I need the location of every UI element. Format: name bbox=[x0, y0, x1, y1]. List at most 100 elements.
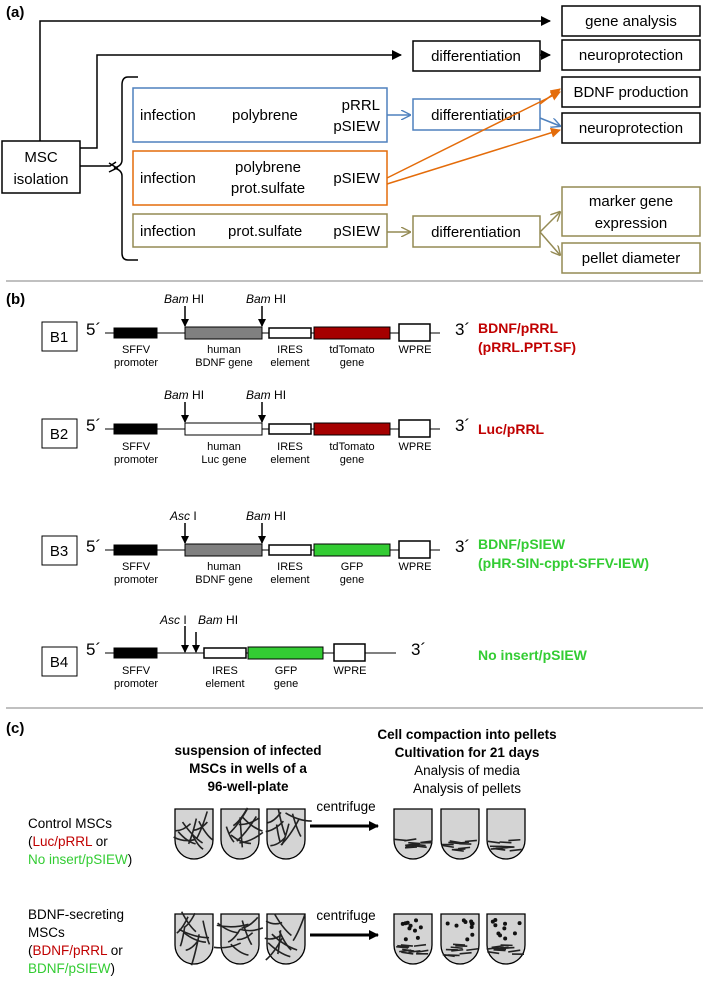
pellet-diameter-box bbox=[561, 242, 701, 274]
pellet-mark bbox=[487, 950, 500, 955]
bamhi-label-left: Bam HI bbox=[164, 388, 204, 402]
msc-isolation-line1: MSC bbox=[24, 149, 58, 166]
luc-gene-block bbox=[184, 422, 263, 436]
pellet-mark bbox=[508, 838, 521, 842]
right-header-bold-1: Cell compaction into pellets bbox=[377, 727, 556, 742]
pellet-mark bbox=[449, 840, 462, 844]
cell-mark bbox=[174, 823, 192, 832]
construct-id: B1 bbox=[50, 329, 68, 346]
cell-mark bbox=[241, 815, 263, 832]
well-outline bbox=[440, 808, 480, 860]
olive-arrow-to-marker-gene bbox=[539, 212, 560, 233]
pellet-mark bbox=[405, 842, 418, 847]
secreted-dot bbox=[418, 925, 423, 930]
gene-label-1: human bbox=[207, 441, 241, 453]
orange-arrow-to-neuroprotection bbox=[386, 127, 561, 185]
panel-c-label: (c) bbox=[6, 720, 24, 737]
marker-gene-line2: expression bbox=[595, 215, 668, 232]
msc-isolation-line2: isolation bbox=[13, 171, 68, 188]
control-red: Luc/pRRL bbox=[33, 834, 94, 849]
construct-id-box bbox=[41, 321, 78, 352]
ires-label-1: IRES bbox=[212, 665, 238, 677]
secreted-dot bbox=[512, 931, 517, 936]
well bbox=[264, 913, 306, 965]
construct-name-2: (pRRL.PPT.SF) bbox=[478, 339, 576, 355]
bam-hi: HI bbox=[189, 292, 204, 306]
gene-label-2: BDNF gene bbox=[195, 357, 252, 369]
cell-mark bbox=[241, 920, 253, 946]
well bbox=[393, 808, 433, 860]
wpre-label: WPRE bbox=[399, 441, 432, 453]
bam-italic: Bam bbox=[246, 292, 271, 306]
three-prime: 3´ bbox=[455, 416, 470, 435]
cell-mark bbox=[216, 923, 249, 928]
well-outline bbox=[393, 808, 433, 860]
bdnf-production-text: BDNF production bbox=[573, 84, 688, 101]
bam-hi: HI bbox=[189, 388, 204, 402]
construct-b4: B4 5´ Asc I Bam HI SFFV promoter IRES el… bbox=[41, 613, 588, 690]
ires-block bbox=[203, 647, 247, 659]
secreted-dot bbox=[470, 932, 475, 937]
cell-mark bbox=[241, 916, 259, 930]
differentiation-text-blue: differentiation bbox=[431, 107, 521, 124]
asc-italic: Asc bbox=[169, 509, 190, 523]
control-line3: No insert/pSIEW) bbox=[28, 852, 132, 867]
ires-label-2: element bbox=[270, 454, 309, 466]
construct-name-1: BDNF/pSIEW bbox=[478, 536, 566, 552]
secreted-dot bbox=[517, 921, 522, 926]
cell-mark bbox=[291, 813, 302, 837]
pellet-mark bbox=[487, 840, 500, 844]
control-line2: (Luc/pRRL or bbox=[28, 834, 108, 849]
cell-mark bbox=[270, 836, 286, 847]
cell-mark bbox=[173, 836, 195, 842]
pellet-mark bbox=[464, 839, 477, 843]
olive-infection-text: infection bbox=[140, 223, 196, 240]
left-header-line1: suspension of infected bbox=[174, 743, 321, 758]
gfp-label-1: GFP bbox=[341, 561, 364, 573]
well bbox=[486, 913, 526, 965]
gene-analysis-box bbox=[561, 5, 701, 37]
pellet-mark bbox=[404, 838, 417, 842]
differentiation-box-olive bbox=[412, 215, 541, 248]
pellet-mark bbox=[509, 848, 522, 852]
ires-label-2: element bbox=[270, 574, 309, 586]
pellet-mark bbox=[493, 948, 506, 952]
pellet-mark bbox=[452, 943, 466, 946]
gene-label-1: human bbox=[207, 561, 241, 573]
sffv-label-2: promoter bbox=[114, 574, 158, 586]
five-prime: 5´ bbox=[86, 416, 101, 435]
bdnf-gene-block bbox=[184, 326, 263, 340]
gfp-block bbox=[247, 646, 324, 660]
bamhi-label-right: Bam HI bbox=[246, 388, 286, 402]
construct-b2: B2 5´ Bam HI Bam HI SFFV promoter human … bbox=[41, 388, 545, 466]
panel-a-black-connectors bbox=[39, 16, 551, 261]
pellet-mark bbox=[486, 946, 499, 950]
blue-infection-text: infection bbox=[140, 107, 196, 124]
asci-label: Asc I bbox=[169, 509, 197, 523]
secreted-dot bbox=[412, 928, 417, 933]
construct-id: B4 bbox=[50, 654, 68, 671]
blue-vector-psiew: pSIEW bbox=[333, 118, 381, 135]
secreted-dot bbox=[407, 926, 412, 931]
neuroprotection-box-bottom bbox=[561, 112, 701, 144]
cell-mark bbox=[285, 812, 312, 822]
cell-mark bbox=[239, 927, 264, 932]
pellet-mark bbox=[459, 951, 472, 955]
cell-mark bbox=[183, 932, 207, 944]
three-prime: 3´ bbox=[455, 537, 470, 556]
control-green: No insert/pSIEW bbox=[28, 852, 128, 867]
bdnf-line1: BDNF-secreting bbox=[28, 907, 124, 922]
pellet-mark bbox=[466, 947, 479, 952]
five-prime: 5´ bbox=[86, 537, 101, 556]
bdnf-red: BDNF/pRRL bbox=[33, 943, 109, 958]
bam-hi: HI bbox=[223, 613, 238, 627]
ires-block bbox=[268, 327, 312, 339]
secreted-dot bbox=[445, 921, 450, 926]
well bbox=[393, 913, 433, 965]
sffv-block bbox=[113, 647, 158, 659]
construct-id-box bbox=[41, 646, 78, 677]
orange-infection-box bbox=[132, 150, 388, 206]
sffv-label-2: promoter bbox=[114, 678, 158, 690]
cell-mark bbox=[202, 920, 211, 945]
